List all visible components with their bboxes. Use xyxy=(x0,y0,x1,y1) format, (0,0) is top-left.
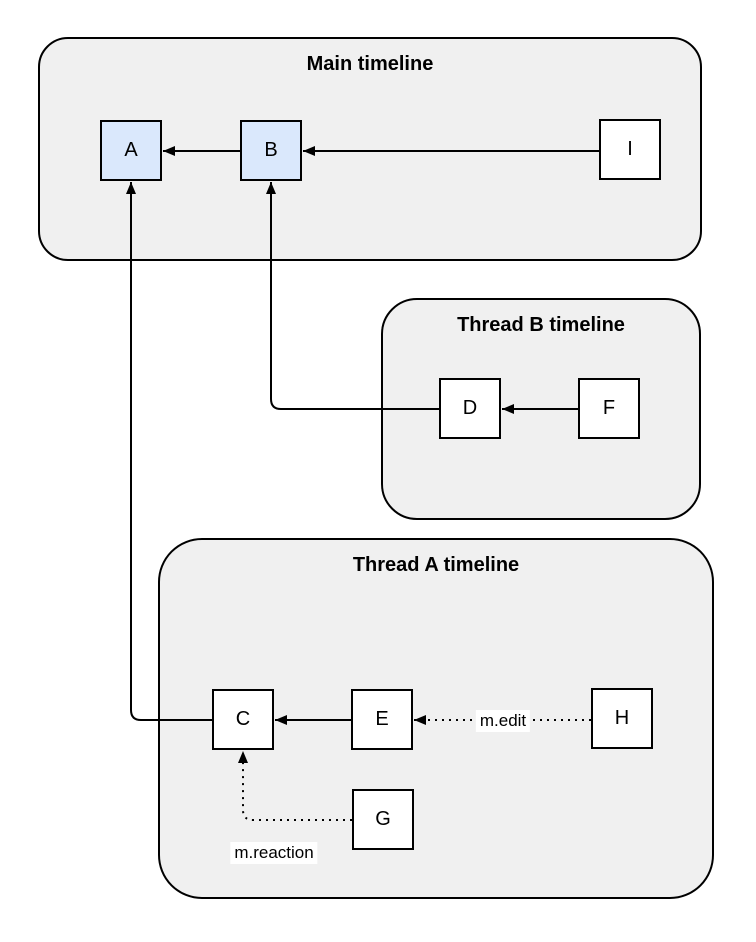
node-a: A xyxy=(100,120,162,181)
main-timeline-title: Main timeline xyxy=(306,53,434,75)
node-b: B xyxy=(240,120,302,181)
edge-label-m-edit: m.edit xyxy=(475,710,531,732)
node-i-label: I xyxy=(627,138,633,160)
node-d-label: D xyxy=(462,397,478,419)
node-c-label: C xyxy=(235,708,251,730)
node-g: G xyxy=(352,789,414,850)
node-e-label: E xyxy=(375,708,389,730)
node-a-label: A xyxy=(124,139,138,161)
thread-b-timeline-title: Thread B timeline xyxy=(457,314,625,336)
edge-label-m-reaction: m.reaction xyxy=(230,842,318,864)
node-b-label: B xyxy=(264,139,278,161)
node-c: C xyxy=(212,689,274,750)
node-e: E xyxy=(351,689,413,750)
container-thread-b-timeline: Thread B timeline xyxy=(381,298,701,520)
node-d: D xyxy=(439,378,501,439)
node-f: F xyxy=(578,378,640,439)
node-h-label: H xyxy=(614,707,630,729)
node-h: H xyxy=(591,688,653,749)
node-f-label: F xyxy=(602,397,616,419)
node-i: I xyxy=(599,119,661,180)
thread-a-timeline-title: Thread A timeline xyxy=(352,554,520,576)
node-g-label: G xyxy=(375,808,391,830)
